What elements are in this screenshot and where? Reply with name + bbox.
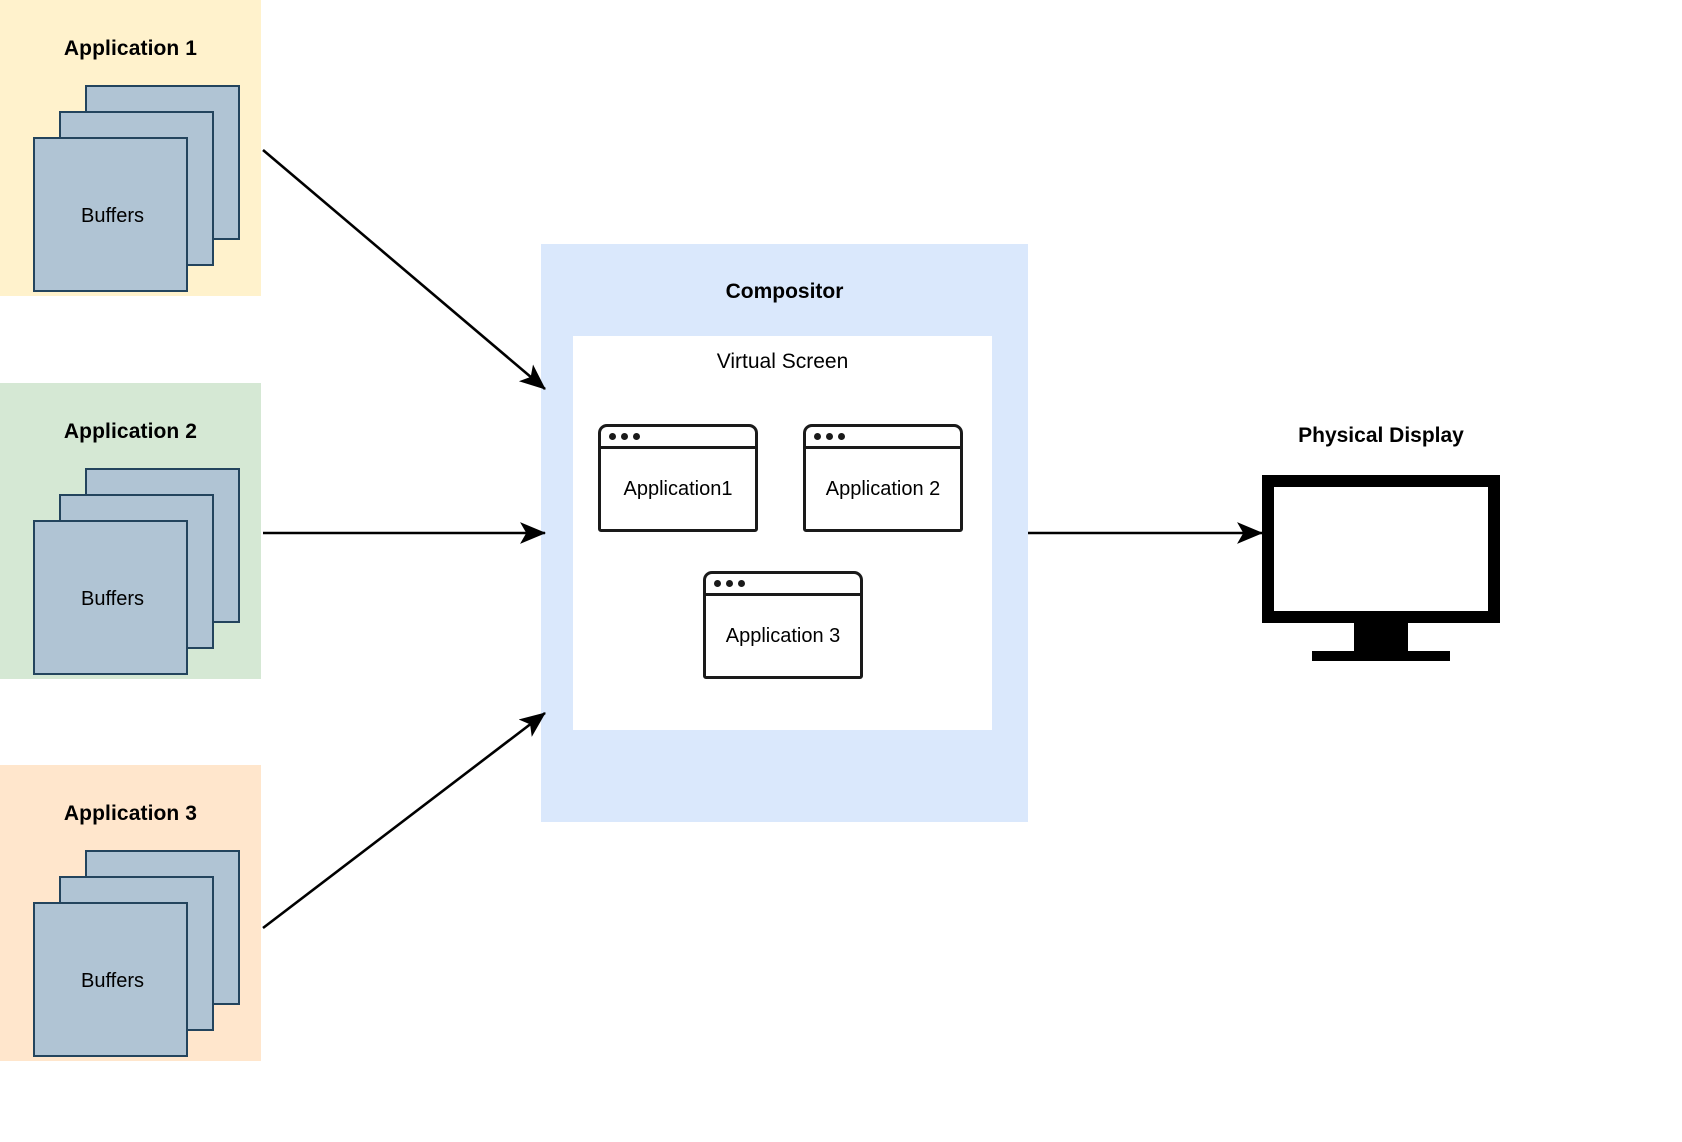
application-3-buffer-stack: Buffers (33, 850, 241, 1058)
window-dot-icon (633, 433, 640, 440)
application-2-title: Application 2 (63, 420, 198, 443)
monitor-screen (1262, 475, 1500, 623)
window-titlebar (806, 427, 960, 449)
window-dot-icon (826, 433, 833, 440)
buffers-label: Buffers (81, 588, 144, 610)
application-1-title: Application 1 (63, 37, 198, 60)
buffer-sheet-front: Buffers (33, 137, 188, 292)
app1-to-compositor (262, 149, 546, 390)
window-titlebar (706, 574, 860, 596)
window-dot-icon (714, 580, 721, 587)
virtual-screen-box: Virtual Screen (573, 336, 992, 730)
app3-to-compositor (262, 711, 546, 930)
window-dot-icon (738, 580, 745, 587)
window-dot-icon (621, 433, 628, 440)
application-2-buffer-stack: Buffers (33, 468, 241, 676)
buffer-sheet-front: Buffers (33, 902, 188, 1057)
window-dot-icon (814, 433, 821, 440)
window-dot-icon (726, 580, 733, 587)
window-body: Application1 (601, 449, 755, 529)
window-label: Application1 (623, 477, 733, 500)
monitor-neck (1354, 623, 1408, 651)
buffer-sheet-front: Buffers (33, 520, 188, 675)
window-dot-icon (838, 433, 845, 440)
monitor-base (1312, 651, 1450, 661)
physical-display-title: Physical Display (1298, 424, 1464, 447)
application-1-group: Application 1 Buffers (0, 0, 261, 296)
application-2-group: Application 2 Buffers (0, 383, 261, 679)
buffers-label: Buffers (81, 205, 144, 227)
application-3-group: Application 3 Buffers (0, 765, 261, 1061)
window-titlebar (601, 427, 755, 449)
virtual-window-application1[interactable]: Application1 (598, 424, 758, 532)
virtual-screen-title: Virtual Screen (716, 350, 849, 373)
virtual-window-application3[interactable]: Application 3 (703, 571, 863, 679)
compositor-box: Compositor Virtual Screen (541, 244, 1028, 822)
window-body: Application 2 (806, 449, 960, 529)
virtual-window-application2[interactable]: Application 2 (803, 424, 963, 532)
window-label: Application 3 (725, 624, 841, 647)
compositor-title: Compositor (725, 280, 844, 303)
application-3-title: Application 3 (63, 802, 198, 825)
window-body: Application 3 (706, 596, 860, 676)
window-label: Application 2 (825, 477, 941, 500)
application-1-buffer-stack: Buffers (33, 85, 241, 293)
window-dot-icon (609, 433, 616, 440)
buffers-label: Buffers (81, 970, 144, 992)
